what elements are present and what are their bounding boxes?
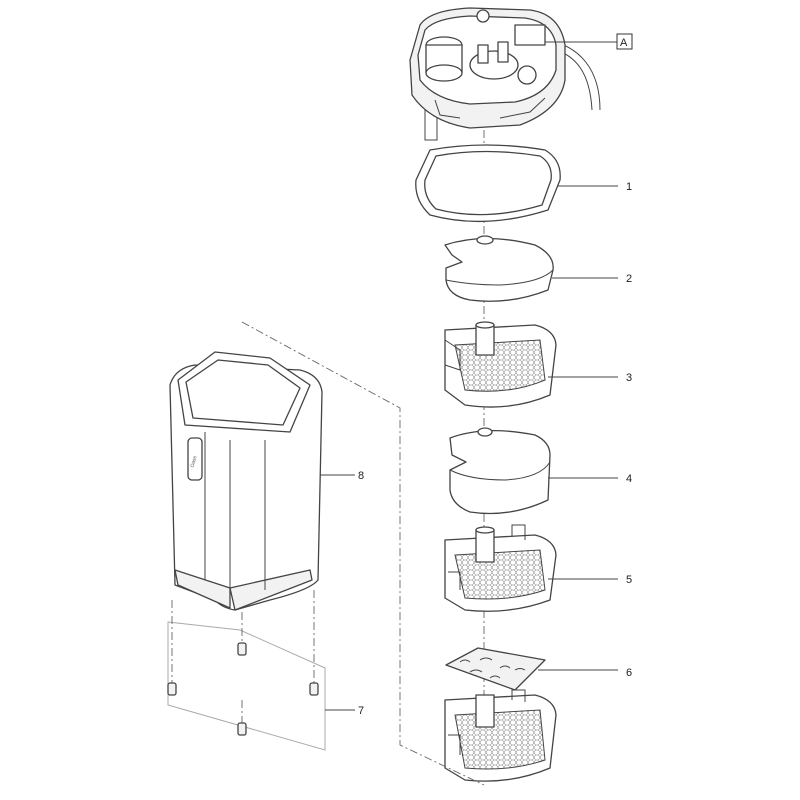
canister-bracket-line xyxy=(241,321,485,786)
part-5-filter-basket xyxy=(444,524,557,612)
part-4-foam-block xyxy=(449,427,551,515)
part-1-gasket xyxy=(415,144,561,223)
label-5: 5 xyxy=(626,574,632,586)
label-2: 2 xyxy=(626,273,632,285)
pump-head-unit xyxy=(409,7,601,141)
part-2-foam-pad xyxy=(444,235,554,302)
label-4: 4 xyxy=(626,473,632,485)
bottom-filter-basket xyxy=(444,689,557,782)
label-6: 6 xyxy=(626,667,632,679)
part-6-filter-media-bag xyxy=(445,647,546,691)
part-3-filter-basket xyxy=(444,321,557,408)
part-7-feet xyxy=(167,642,319,736)
label-1: 1 xyxy=(626,181,632,193)
label-3: 3 xyxy=(626,372,632,384)
part-8-canister: Oase xyxy=(169,351,323,611)
label-a: A xyxy=(620,37,628,49)
label-7: 7 xyxy=(358,705,364,717)
brand-logo: Oase xyxy=(190,455,199,468)
label-8: 8 xyxy=(358,470,364,482)
